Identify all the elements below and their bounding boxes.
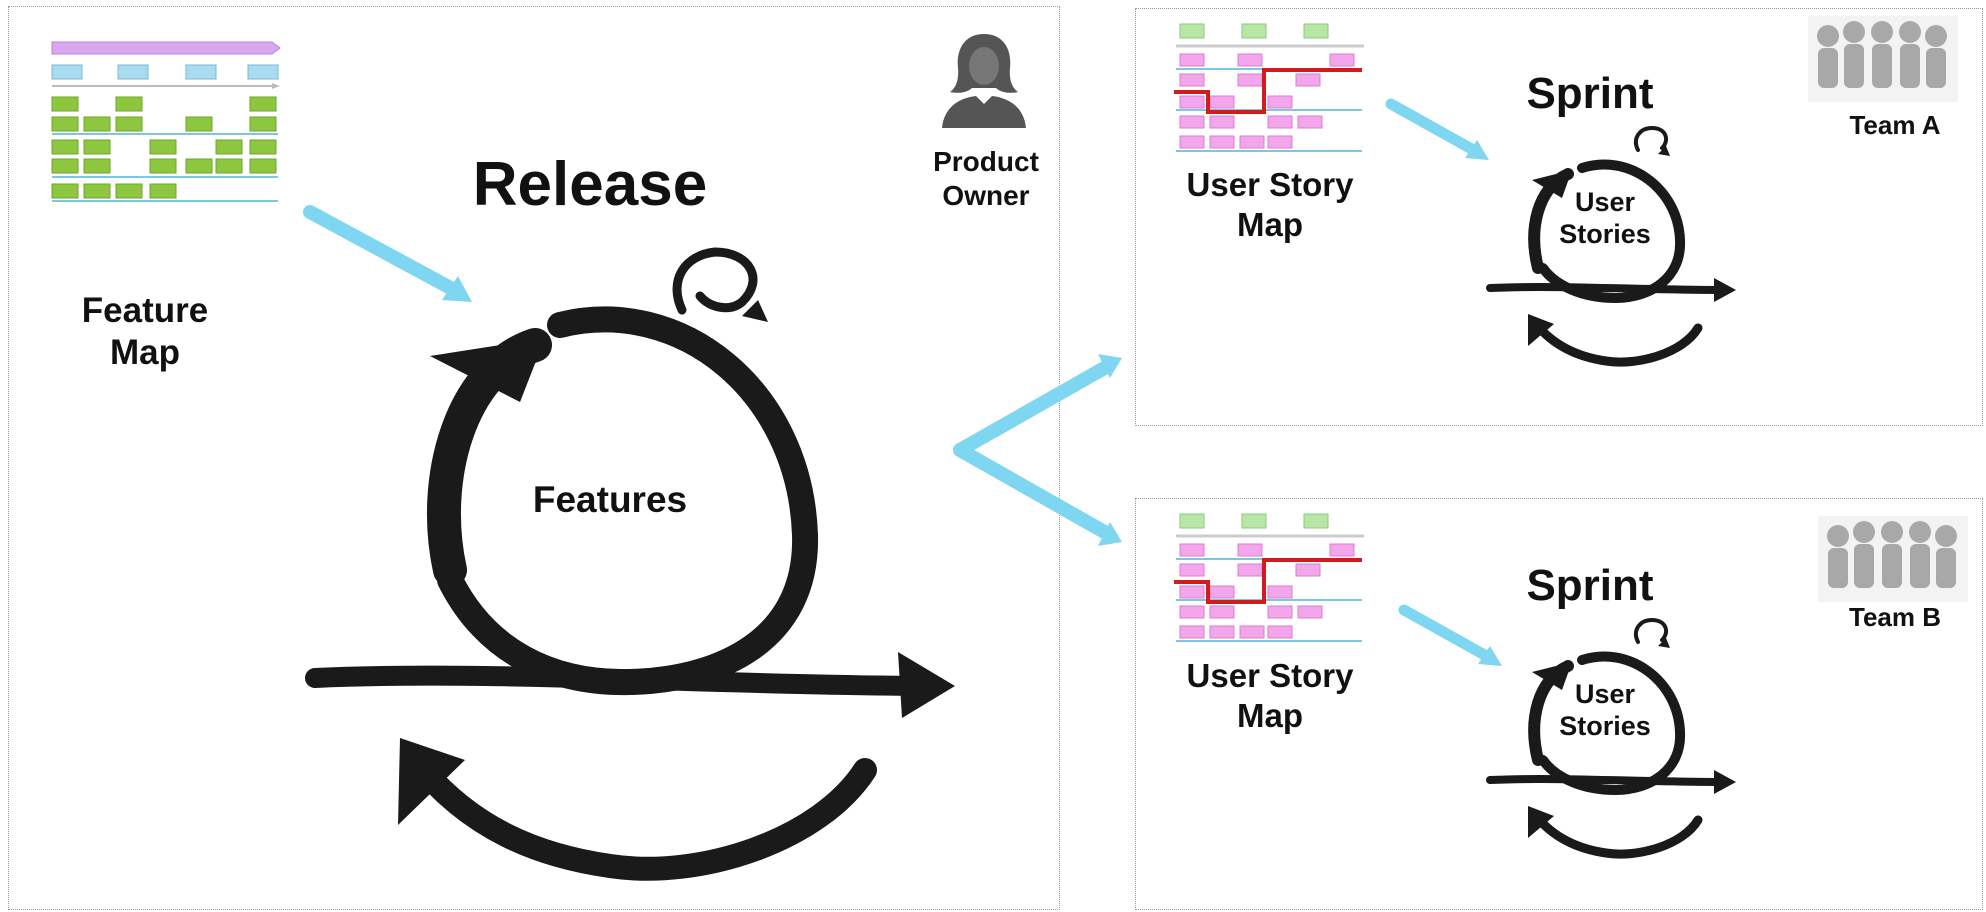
team-figures-icon-b [1818,516,1968,602]
sprint-title-b: Sprint [1526,561,1654,610]
release-cycle-label: Features [532,479,688,520]
flow-arrow-icon [303,205,472,302]
sprint-cycle-label-b: User Stories [1559,679,1651,742]
user-story-map-thumbnail-b [1174,513,1364,642]
flow-arrow-icon-b [1398,604,1502,666]
flow-arrow-icon-a [1385,98,1489,160]
team-label-b: Team B [1849,602,1941,632]
product-owner-label: Product Owner [933,146,1039,211]
sprint-cycle-label-a: User Stories [1559,187,1651,250]
user-story-map-thumbnail-a [1174,23,1364,152]
release-title: Release [472,150,708,219]
release-cycle-icon [305,247,955,881]
product-owner-icon [942,34,1026,128]
team-label-a: Team A [1849,110,1941,140]
team-figures-icon-a [1808,16,1958,102]
sprint-cycle-icon-a [1486,125,1736,367]
sprint-title-a: Sprint [1526,69,1654,118]
feature-map-thumbnail [51,41,281,202]
branch-arrows-icon [953,354,1122,546]
feature-map-label: Feature Map [81,291,209,372]
user-story-map-label-b: User Story Map [1186,657,1354,734]
release-panel [8,6,1060,910]
sprint-cycle-icon-b [1486,617,1736,859]
user-story-map-label-a: User Story Map [1186,166,1354,243]
